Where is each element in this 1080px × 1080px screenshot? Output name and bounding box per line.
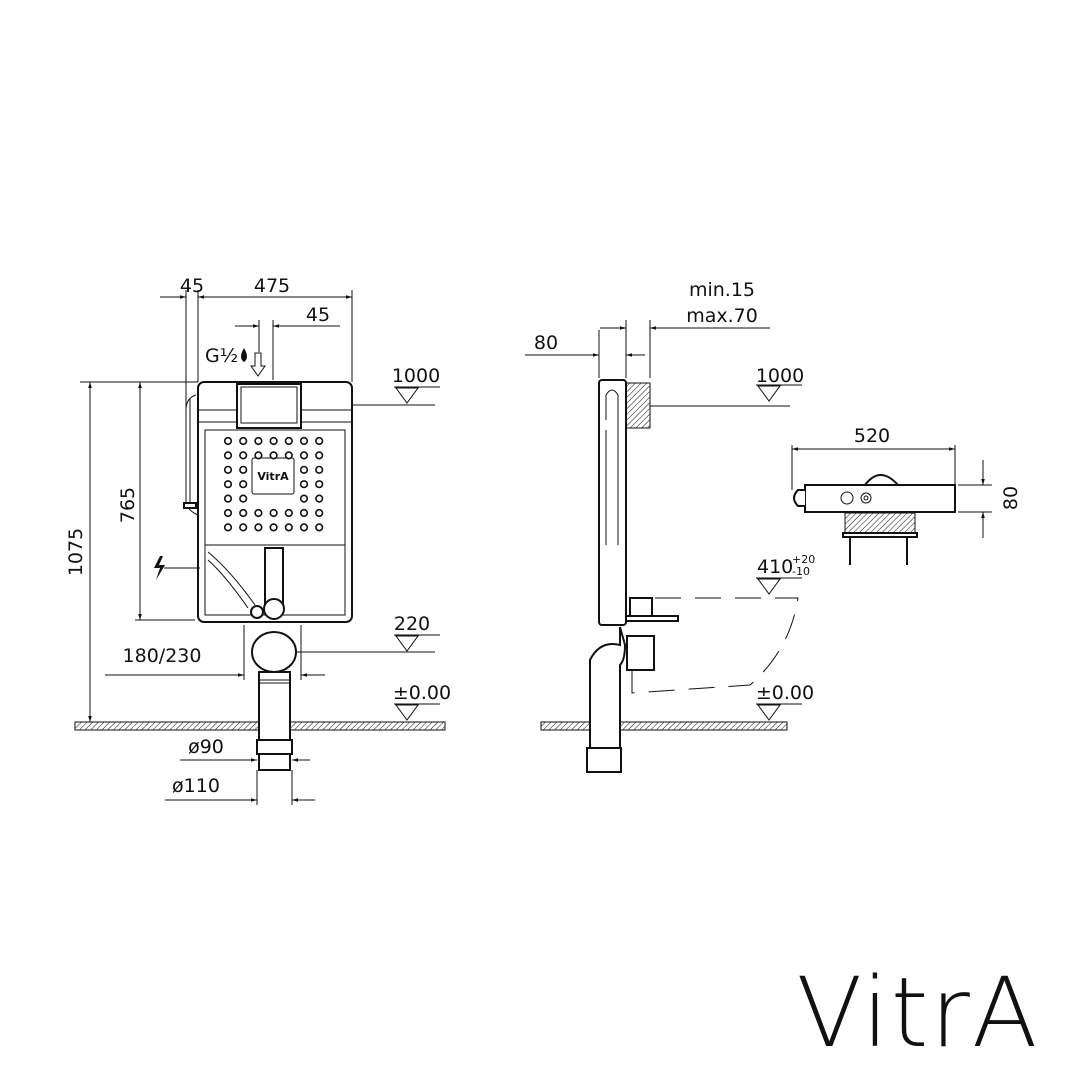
side-view: min.15 max.70 80 1000 410 +20 -10 ±0.00 bbox=[525, 279, 815, 773]
vent-hole bbox=[299, 508, 309, 518]
flush-plate-opening bbox=[236, 383, 302, 429]
vent-hole bbox=[223, 508, 233, 518]
dim-inlet-offset: 45 bbox=[306, 304, 330, 326]
dim-bowl-tol-plus: +20 bbox=[792, 553, 815, 566]
dim-bowl-height: 410 bbox=[757, 556, 793, 578]
dim-plan-depth: 80 bbox=[1000, 486, 1022, 510]
front-view: VitrA bbox=[65, 275, 451, 805]
vent-hole bbox=[299, 465, 309, 474]
vent-hole bbox=[239, 494, 248, 503]
vent-hole bbox=[269, 508, 278, 518]
dim-pipe-outer: ø110 bbox=[172, 775, 220, 797]
vent-hole bbox=[299, 480, 309, 489]
dim-floor-level: ±0.00 bbox=[393, 682, 451, 704]
water-drop-icon bbox=[241, 348, 247, 362]
flush-flange-plan bbox=[844, 512, 916, 536]
dim-flush-height-side: 1000 bbox=[756, 365, 804, 387]
dim-wall-min: min.15 bbox=[689, 279, 755, 301]
vent-hole bbox=[223, 451, 233, 460]
vent-hole bbox=[239, 508, 248, 518]
dim-pipe-inner: ø90 bbox=[188, 736, 224, 758]
dim-left-offset: 45 bbox=[180, 275, 204, 297]
frame-plan bbox=[804, 484, 956, 513]
vent-hole bbox=[239, 465, 248, 474]
vent-hole bbox=[223, 494, 233, 503]
vent-hole bbox=[315, 480, 324, 489]
drain-connector bbox=[263, 598, 285, 620]
flush-flange bbox=[625, 382, 651, 429]
vent-hole bbox=[254, 523, 263, 532]
vent-hole bbox=[299, 494, 309, 503]
vent-hole bbox=[299, 523, 309, 532]
vent-hole bbox=[239, 436, 248, 446]
dim-drain-height: 220 bbox=[394, 613, 430, 635]
vent-hole bbox=[315, 523, 324, 532]
dim-flush-height: 1000 bbox=[392, 365, 440, 387]
vent-hole bbox=[223, 480, 233, 489]
floor-slab-side bbox=[540, 721, 788, 731]
dim-total-height: 1075 bbox=[65, 528, 87, 576]
vent-hole bbox=[239, 523, 248, 532]
vent-hole bbox=[284, 436, 293, 446]
drain-bend-side bbox=[589, 626, 627, 749]
vent-hole bbox=[284, 508, 293, 518]
vent-hole bbox=[239, 451, 248, 460]
vent-holes bbox=[223, 436, 324, 532]
vent-hole bbox=[254, 508, 263, 518]
dim-wall-max: max.70 bbox=[686, 305, 758, 327]
water-inlet-arrow bbox=[250, 352, 266, 377]
plan-view: 520 80 bbox=[791, 425, 1022, 565]
dim-frame-height: 765 bbox=[117, 487, 139, 523]
dim-bolt-spacing: 180/230 bbox=[123, 645, 202, 667]
vent-hole bbox=[269, 523, 278, 532]
inlet-thread: G½ bbox=[205, 345, 238, 367]
brand-logo: VitrA bbox=[796, 957, 1039, 1069]
electric-icon bbox=[154, 556, 165, 580]
vent-hole bbox=[315, 508, 324, 518]
bowl-outline bbox=[631, 597, 799, 694]
dim-frame-depth: 80 bbox=[534, 332, 558, 354]
drain-bend bbox=[251, 631, 297, 673]
vent-hole bbox=[254, 451, 263, 460]
frame-outline bbox=[197, 381, 353, 623]
vent-hole bbox=[315, 436, 324, 446]
vent-hole bbox=[269, 451, 278, 460]
vent-hole bbox=[299, 451, 309, 460]
vent-hole bbox=[239, 480, 248, 489]
dim-plan-width: 520 bbox=[854, 425, 890, 447]
frame-side bbox=[598, 379, 627, 626]
drain-pipe bbox=[258, 671, 291, 743]
vent-hole bbox=[223, 436, 233, 446]
frame-logo: VitrA bbox=[257, 470, 289, 483]
vent-hole bbox=[315, 451, 324, 460]
vent-hole bbox=[223, 523, 233, 532]
vent-hole bbox=[315, 465, 324, 474]
vent-hole bbox=[284, 523, 293, 532]
dim-floor-level-side: ±0.00 bbox=[756, 682, 814, 704]
vent-hole bbox=[223, 465, 233, 474]
dim-width: 475 bbox=[254, 275, 290, 297]
dim-bowl-tol-minus: -10 bbox=[792, 565, 810, 578]
vent-hole bbox=[299, 436, 309, 446]
vent-hole bbox=[315, 494, 324, 503]
vent-hole bbox=[269, 436, 278, 446]
vent-hole bbox=[254, 436, 263, 446]
vent-hole bbox=[284, 451, 293, 460]
